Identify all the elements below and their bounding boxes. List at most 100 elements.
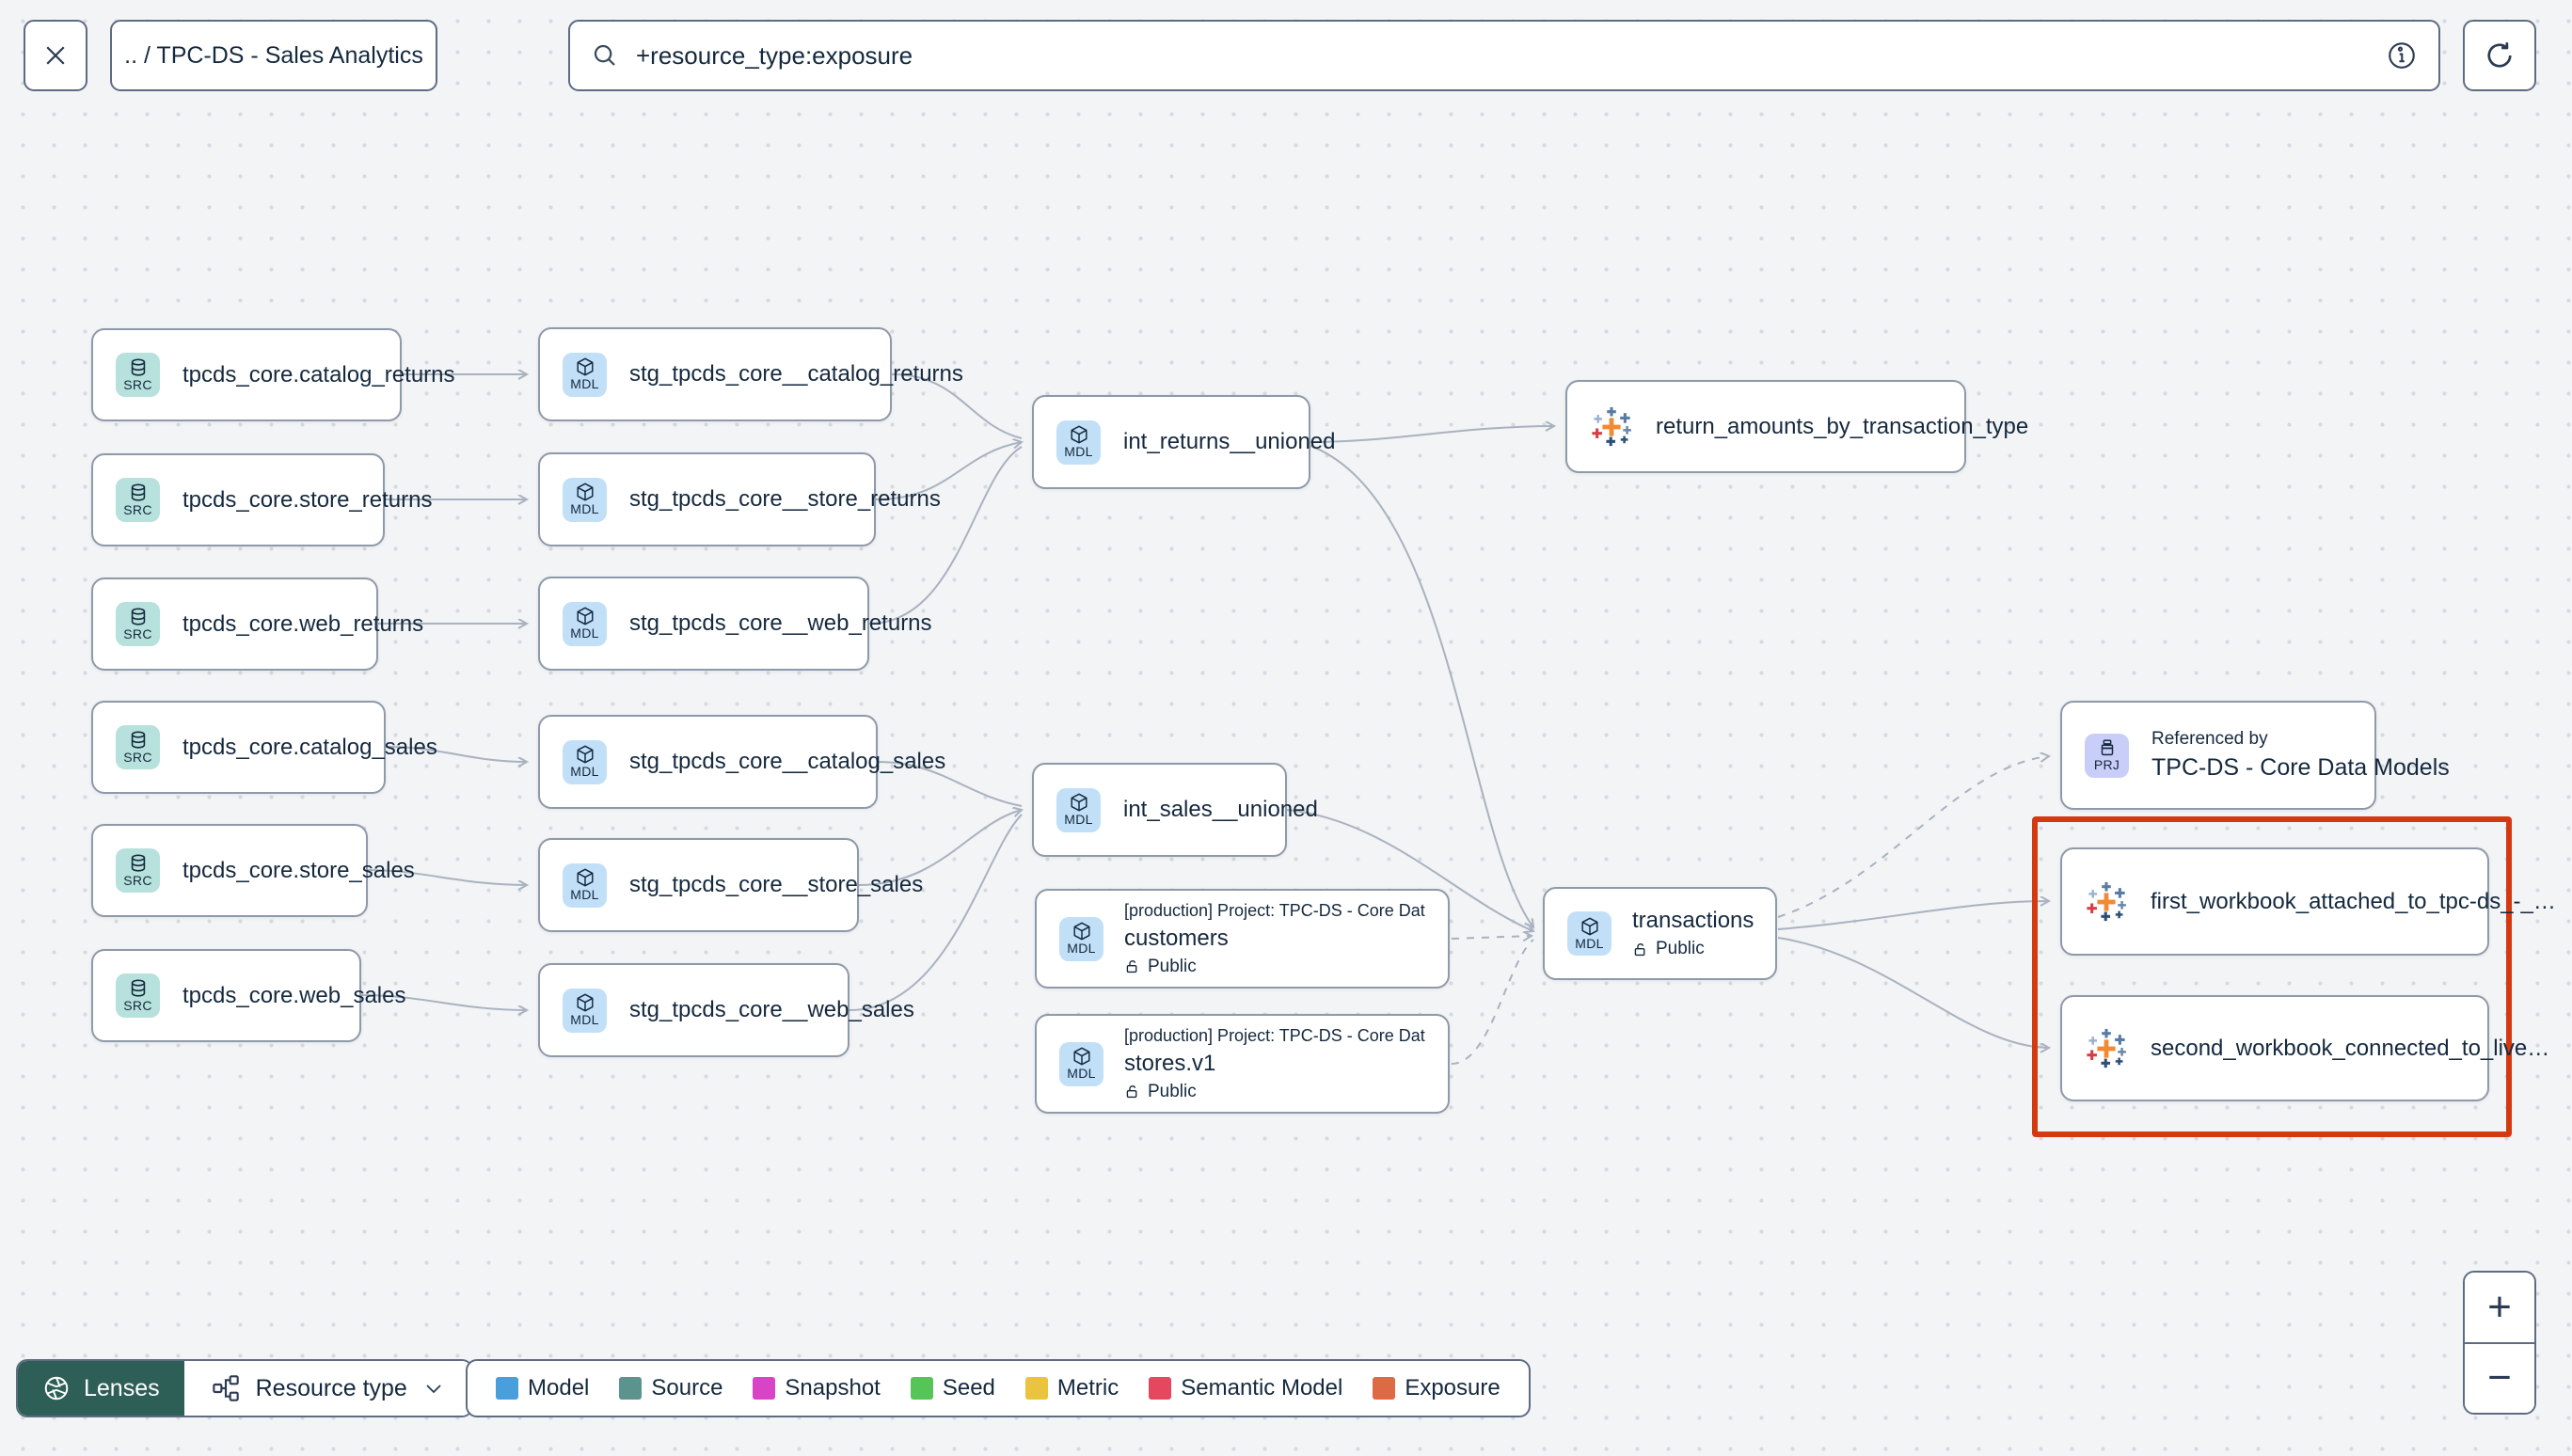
node-label: stg_tpcds_core__web_sales xyxy=(629,997,914,1022)
node-exposure-return-amounts[interactable]: return_amounts_by_transaction_type xyxy=(1565,380,2028,473)
source-badge: SRC xyxy=(116,353,160,397)
legend-item-semantic-model: Semantic Model xyxy=(1149,1375,1342,1401)
database-icon xyxy=(131,483,145,501)
cube-icon xyxy=(576,483,594,501)
zoom-in-button[interactable]: + xyxy=(2465,1273,2534,1344)
database-icon xyxy=(131,979,145,997)
badge-label: MDL xyxy=(1064,812,1093,828)
node-label: tpcds_core.store_returns xyxy=(183,486,433,513)
cube-icon xyxy=(1072,1047,1090,1066)
search-icon xyxy=(594,44,615,66)
node-stores-v1[interactable]: MDL [production] Project: TPC-DS - Core … xyxy=(1035,1014,1450,1114)
node-source-web-sales[interactable]: SRC tpcds_core.web_sales xyxy=(91,949,405,1042)
minus-icon: − xyxy=(2487,1354,2512,1401)
source-badge: SRC xyxy=(116,602,160,646)
cube-icon xyxy=(576,607,594,625)
model-badge: MDL xyxy=(1056,787,1101,832)
access-label: Public xyxy=(1148,956,1197,976)
badge-label: MDL xyxy=(1067,941,1096,957)
legend-item-metric: Metric xyxy=(1024,1375,1119,1401)
lock-open-icon xyxy=(1126,1085,1137,1099)
model-badge: MDL xyxy=(563,601,607,646)
badge-label: MDL xyxy=(570,887,599,903)
node-workbook-second[interactable]: second_workbook_connected_to_live… xyxy=(2060,995,2549,1101)
node-stg-web-sales[interactable]: MDL stg_tpcds_core__web_sales xyxy=(538,963,914,1057)
node-label: tpcds_core.catalog_sales xyxy=(183,734,437,760)
source-badge: SRC xyxy=(116,973,160,1018)
database-icon xyxy=(131,608,145,625)
model-badge: MDL xyxy=(563,988,607,1033)
resource-type-icon xyxy=(212,1375,239,1401)
breadcrumb-text: .. / TPC-DS - Sales Analytics xyxy=(124,41,423,69)
node-label: return_amounts_by_transaction_type xyxy=(1656,413,2029,439)
node-stg-catalog-returns[interactable]: MDL stg_tpcds_core__catalog_returns xyxy=(538,327,963,421)
node-label: stg_tpcds_core__catalog_returns xyxy=(629,361,963,387)
model-badge: MDL xyxy=(1056,419,1101,465)
node-source-catalog-sales[interactable]: SRC tpcds_core.catalog_sales xyxy=(91,701,437,794)
node-workbook-first[interactable]: first_workbook_attached_to_tpc-ds_-_… xyxy=(2060,847,2556,956)
node-int-returns-unioned[interactable]: MDL int_returns__unioned xyxy=(1032,395,1336,489)
node-stg-store-returns[interactable]: MDL stg_tpcds_core__store_returns xyxy=(538,452,941,546)
cube-icon xyxy=(576,868,594,887)
lock-open-icon xyxy=(1634,942,1645,956)
lenses-label: Lenses xyxy=(84,1374,160,1401)
project-badge: PRJ xyxy=(2085,733,2129,778)
node-stg-store-sales[interactable]: MDL stg_tpcds_core__store_sales xyxy=(538,838,923,932)
lenses-button[interactable]: Lenses xyxy=(18,1361,184,1416)
badge-label: MDL xyxy=(570,376,599,392)
model-badge: MDL xyxy=(1567,911,1611,956)
legend-swatch-semantic-model xyxy=(1149,1377,1172,1400)
node-source-store-returns[interactable]: SRC tpcds_core.store_returns xyxy=(91,453,432,546)
node-source-catalog-returns[interactable]: SRC tpcds_core.catalog_returns xyxy=(91,328,455,421)
zoom-out-button[interactable]: − xyxy=(2465,1343,2534,1413)
node-label: tpcds_core.catalog_returns xyxy=(183,361,455,388)
badge-label: SRC xyxy=(123,376,152,392)
badge-label: SRC xyxy=(123,749,152,765)
node-stg-web-returns[interactable]: MDL stg_tpcds_core__web_returns xyxy=(538,577,932,671)
legend-swatch-exposure xyxy=(1373,1377,1396,1400)
breadcrumb[interactable]: .. / TPC-DS - Sales Analytics xyxy=(110,20,437,91)
node-customers[interactable]: MDL [production] Project: TPC-DS - Core … xyxy=(1035,889,1450,989)
legend-swatch-metric xyxy=(1024,1377,1048,1400)
database-icon xyxy=(131,731,145,749)
cube-icon xyxy=(576,993,594,1012)
cube-icon xyxy=(1070,793,1088,812)
node-source-web-returns[interactable]: SRC tpcds_core.web_returns xyxy=(91,578,423,671)
project-icon xyxy=(2101,739,2113,756)
node-label: customers xyxy=(1124,925,1229,951)
node-referenced-by-project[interactable]: PRJ Referenced by TPC-DS - Core Data Mod… xyxy=(2060,701,2450,810)
node-label: tpcds_core.store_sales xyxy=(183,857,415,883)
refresh-button[interactable] xyxy=(2463,20,2536,91)
cube-icon xyxy=(576,745,594,764)
search-info-button[interactable] xyxy=(2386,40,2418,71)
node-transactions[interactable]: MDL transactions Public xyxy=(1543,887,1777,980)
model-badge: MDL xyxy=(563,477,607,522)
resource-type-label: Resource type xyxy=(255,1374,407,1401)
badge-label: PRJ xyxy=(2093,757,2120,773)
source-badge: SRC xyxy=(116,848,160,893)
plus-icon: + xyxy=(2487,1283,2512,1330)
search-bar[interactable] xyxy=(568,20,2440,91)
node-int-sales-unioned[interactable]: MDL int_sales__unioned xyxy=(1032,763,1318,857)
tableau-icon xyxy=(2087,1028,2126,1068)
lenses-toolbar: Lenses Resource type xyxy=(16,1359,473,1417)
database-icon xyxy=(131,854,145,872)
node-label: stg_tpcds_core__store_sales xyxy=(629,872,924,897)
legend-item-exposure: Exposure xyxy=(1373,1375,1500,1401)
node-label: int_sales__unioned xyxy=(1123,797,1318,822)
legend-item-model: Model xyxy=(496,1375,589,1401)
model-badge: MDL xyxy=(1059,1041,1103,1086)
node-stg-catalog-sales[interactable]: MDL stg_tpcds_core__catalog_sales xyxy=(538,715,945,809)
search-input[interactable] xyxy=(634,40,2371,71)
close-button[interactable] xyxy=(24,20,87,91)
model-badge: MDL xyxy=(1059,916,1103,961)
badge-label: SRC xyxy=(123,501,152,517)
resource-type-selector[interactable]: Resource type xyxy=(183,1361,471,1416)
node-source-store-sales[interactable]: SRC tpcds_core.store_sales xyxy=(91,824,415,917)
model-badge: MDL xyxy=(563,739,607,784)
referenced-by-title: Referenced by xyxy=(2151,729,2268,749)
badge-label: MDL xyxy=(570,501,599,517)
node-project-label: [production] Project: TPC-DS - Core Data… xyxy=(1124,1025,1425,1045)
